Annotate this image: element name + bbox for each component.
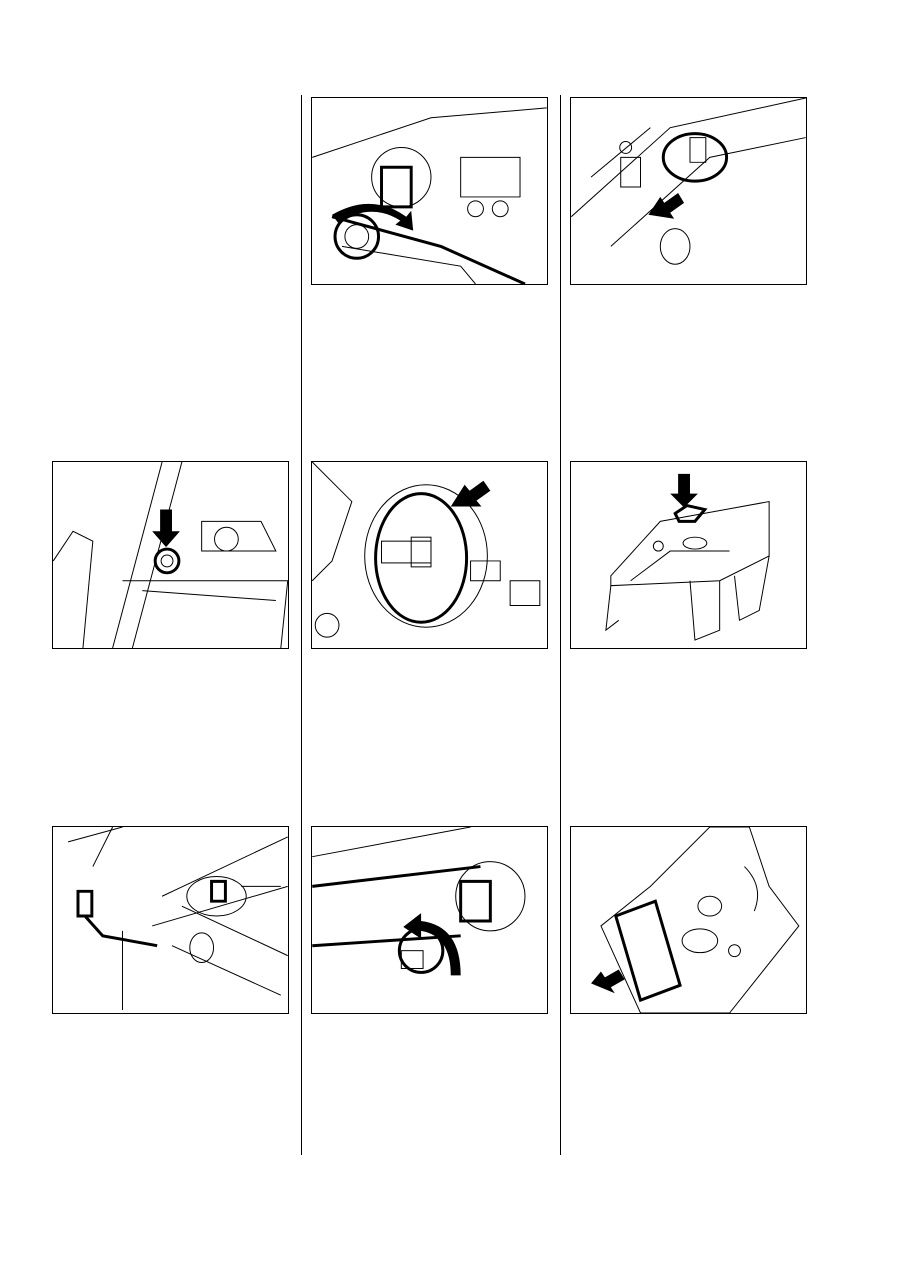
illustration-wrench-counterclockwise	[311, 826, 548, 1014]
arrow-icon	[670, 473, 698, 508]
curved-arrow-icon	[403, 913, 461, 976]
arrow-icon	[152, 509, 180, 548]
column-divider-right	[560, 95, 561, 1155]
illustration-spark-plug-boot	[570, 97, 807, 285]
illustration-clutch-drum-cover	[311, 461, 548, 649]
column-divider-left	[301, 95, 302, 1155]
curved-arrow-icon	[332, 203, 414, 231]
illustration-wrench-on-clutch	[311, 97, 548, 285]
illustration-top-cover-seal	[570, 461, 807, 649]
arrow-icon	[648, 192, 685, 219]
illustration-hex-key-on-cylinder	[52, 826, 289, 1014]
arrow-icon	[450, 480, 491, 507]
illustration-cylinder-plug	[52, 461, 289, 649]
illustration-cover-gasket	[570, 826, 807, 1014]
arrow-icon	[591, 969, 625, 994]
